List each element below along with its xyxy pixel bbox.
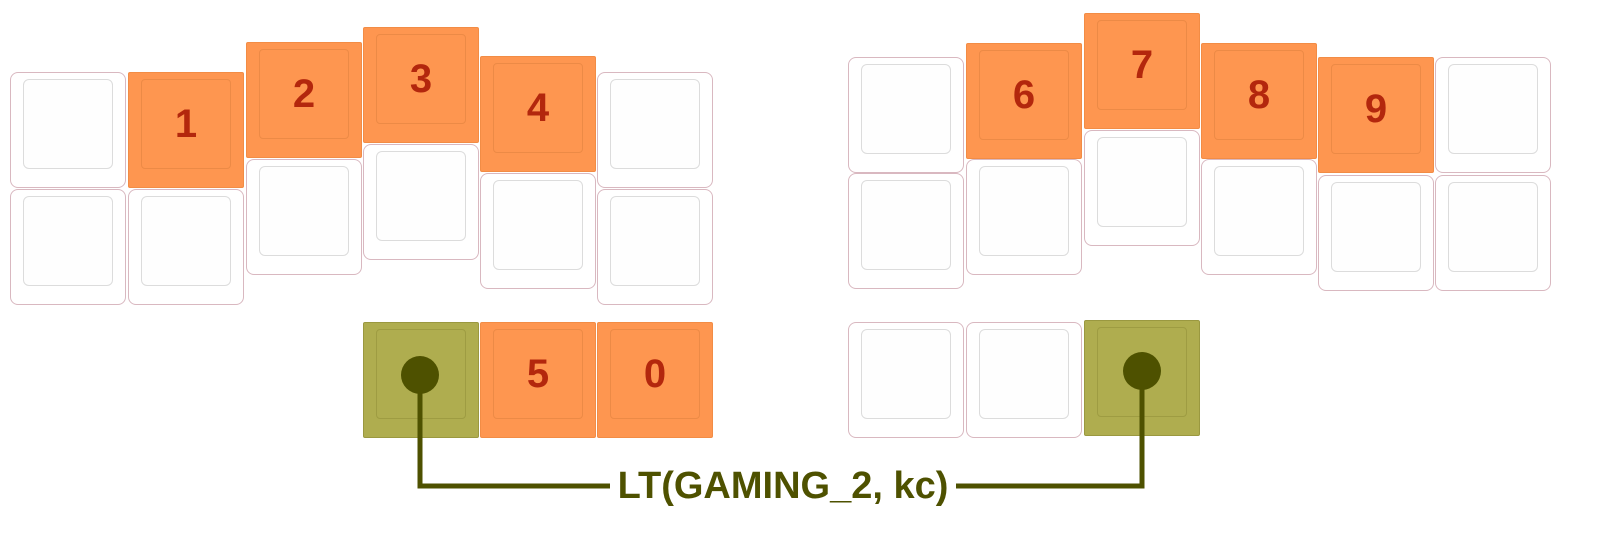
key-label: 7 xyxy=(1130,42,1154,87)
key-6: 6 xyxy=(966,43,1082,159)
key-7: 7 xyxy=(1084,13,1200,129)
key-0: 0 xyxy=(597,322,713,438)
key-4: 4 xyxy=(480,56,596,172)
key-left-bottom-3 xyxy=(246,159,362,275)
key-left-bottom-2 xyxy=(128,189,244,305)
key-right-bottom-3 xyxy=(1084,130,1200,246)
key-right-bottom-1 xyxy=(848,173,964,289)
key-9: 9 xyxy=(1318,57,1434,173)
key-label: 0 xyxy=(643,351,667,396)
key-right-bottom-4 xyxy=(1201,159,1317,275)
key-3: 3 xyxy=(363,27,479,143)
key-label: 9 xyxy=(1364,86,1388,131)
key-label: 3 xyxy=(409,56,433,101)
key-left-bottom-5 xyxy=(480,173,596,289)
combo-label: LT(GAMING_2, kc) xyxy=(610,461,956,511)
key-right-bottom-6 xyxy=(1435,175,1551,291)
key-label: 8 xyxy=(1247,72,1271,117)
key-5: 5 xyxy=(480,322,596,438)
key-2: 2 xyxy=(246,42,362,158)
key-right-thumb-2 xyxy=(966,322,1082,438)
key-right-bottom-2 xyxy=(966,159,1082,275)
combo-line-right xyxy=(956,371,1145,489)
key-right-bottom-5 xyxy=(1318,175,1434,291)
combo-line-left xyxy=(417,375,610,489)
key-left-top-6 xyxy=(597,72,713,188)
key-label: 5 xyxy=(526,351,550,396)
key-label: 1 xyxy=(174,101,198,146)
combo-dot-right xyxy=(1123,352,1161,390)
key-right-top-1 xyxy=(848,57,964,173)
key-label: 2 xyxy=(292,71,316,116)
combo-dot-left xyxy=(401,356,439,394)
key-label: 4 xyxy=(526,85,550,130)
key-label: 6 xyxy=(1012,72,1036,117)
key-right-top-6 xyxy=(1435,57,1551,173)
key-left-bottom-6 xyxy=(597,189,713,305)
key-left-top-1 xyxy=(10,72,126,188)
key-left-bottom-1 xyxy=(10,189,126,305)
key-right-thumb-1 xyxy=(848,322,964,438)
key-1: 1 xyxy=(128,72,244,188)
key-8: 8 xyxy=(1201,43,1317,159)
key-left-bottom-4 xyxy=(363,144,479,260)
